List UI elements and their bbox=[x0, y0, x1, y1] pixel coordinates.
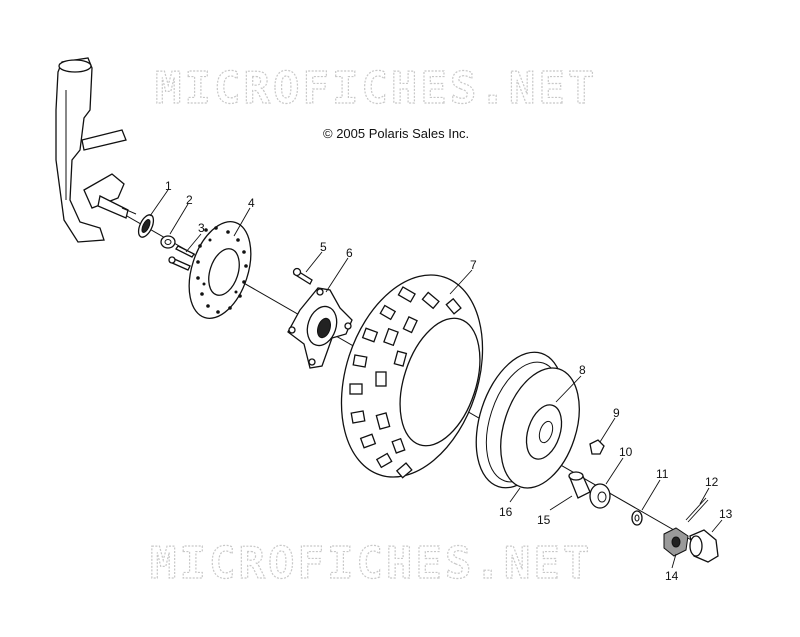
callout-14: 14 bbox=[665, 569, 679, 583]
part-1-seal bbox=[137, 214, 155, 238]
leader-lines bbox=[149, 189, 723, 569]
callout-7: 7 bbox=[470, 258, 477, 272]
part-14-castle-nut bbox=[663, 527, 689, 557]
part-6-hub bbox=[287, 287, 353, 369]
callout-13: 13 bbox=[719, 507, 733, 521]
callout-4: 4 bbox=[248, 196, 255, 210]
callout-10: 10 bbox=[619, 445, 633, 459]
part-3-bolts bbox=[168, 245, 195, 271]
callout-3: 3 bbox=[198, 221, 205, 235]
part-12-cotter-pin bbox=[685, 497, 709, 523]
part-15-cone bbox=[568, 471, 591, 499]
part-7-tire bbox=[340, 274, 484, 479]
part-9-valve-nut bbox=[589, 439, 605, 455]
callout-12: 12 bbox=[705, 475, 719, 489]
callout-labels: 1 2 3 4 5 6 7 8 9 10 11 12 13 14 15 16 bbox=[165, 179, 733, 583]
callout-1: 1 bbox=[165, 179, 172, 193]
callout-6: 6 bbox=[346, 246, 353, 260]
part-2-spacer bbox=[160, 235, 176, 249]
callout-15: 15 bbox=[537, 513, 551, 527]
callout-11: 11 bbox=[656, 467, 669, 481]
part-5-bolt bbox=[292, 267, 313, 285]
callout-2: 2 bbox=[186, 193, 193, 207]
part-11-washer bbox=[631, 510, 643, 526]
callout-9: 9 bbox=[613, 406, 620, 420]
watermark-top: MICROFICHES.NET bbox=[155, 63, 597, 114]
callout-8: 8 bbox=[579, 363, 586, 377]
part-13-hub-cap bbox=[689, 529, 719, 563]
steering-knuckle bbox=[55, 57, 137, 243]
part-10-spacer bbox=[589, 483, 611, 509]
watermark-bottom: MICROFICHES.NET bbox=[150, 538, 592, 589]
callout-5: 5 bbox=[320, 240, 327, 254]
copyright-notice: © 2005 Polaris Sales Inc. bbox=[323, 126, 469, 141]
part-4-brake-disc bbox=[188, 221, 252, 319]
callout-16: 16 bbox=[499, 505, 513, 519]
